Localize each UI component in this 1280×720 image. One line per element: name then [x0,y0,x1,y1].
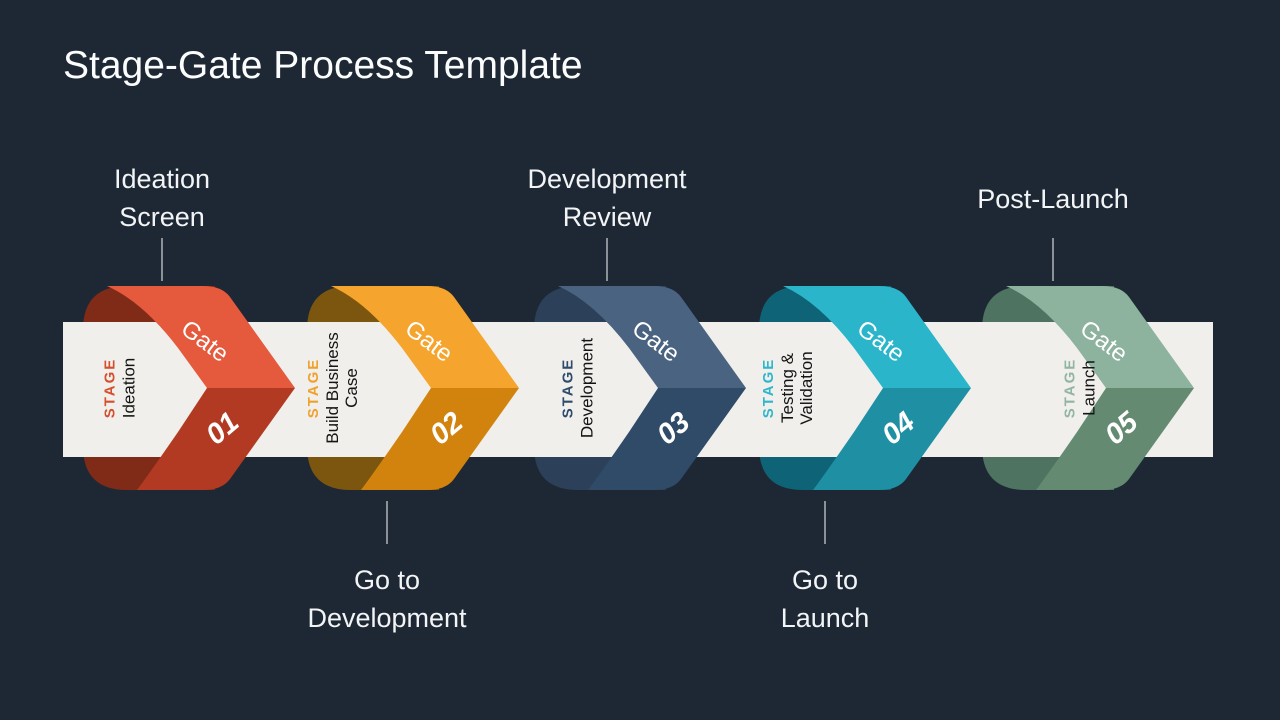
connector-post-launch [1052,238,1054,281]
callout-line: Development [307,603,467,633]
connector-go-to-launch [824,501,826,544]
callout-line: Launch [780,603,870,633]
connector-go-to-development [386,501,388,544]
stage2-chevron: Gate 02 [331,286,519,490]
stage5-label: STAGE Launch [1061,278,1098,498]
stage1-chevron-lower [137,388,295,490]
stage5-chevron-upper [1006,286,1194,388]
slide-title: Stage-Gate Process Template [63,44,583,87]
callout-go-to-development: Go to Development [307,561,466,637]
stage3-stage-word: STAGE [559,357,577,419]
callout-ideation-screen: Ideation Screen [114,160,210,236]
stage1-name: Ideation [118,357,138,419]
stage4-stage-word: STAGE [759,357,777,419]
connector-ideation-screen [161,238,163,281]
stage2-stage-word: STAGE [304,357,322,419]
stage1-chevron: Gate 01 [107,286,295,490]
callout-go-to-launch: Go to Launch [781,561,870,637]
callout-line: Development [527,164,687,194]
stage1-label: STAGE Ideation [101,278,138,498]
stage4-chevron-lower [813,388,971,490]
callout-line: Post-Launch [977,184,1129,214]
stage3-chevron: Gate 03 [558,286,746,490]
stage2-chevron-lower [361,388,519,490]
stage2-chevron-upper [331,286,519,388]
callout-line: Screen [119,202,205,232]
stage5-name: Launch [1078,360,1098,416]
stage2-name-line1: Build Business [322,332,342,444]
stage4-chevron: Gate 04 [783,286,971,490]
stage2-name-line2: Case [341,368,361,408]
stage4-label: STAGE Testing & Validation [759,278,816,498]
callout-line: Ideation [113,164,211,194]
stage5-stage-word: STAGE [1061,357,1079,419]
callout-line: Review [562,202,652,232]
stage4-chevron-upper [783,286,971,388]
callout-development-review: Development Review [527,160,686,236]
stage4-name-line2: Validation [796,351,816,425]
stage3-chevron-lower [588,388,746,490]
callout-line: Go to [791,565,859,595]
stage1-chevron-upper [107,286,295,388]
stage3-name: Development [576,337,596,439]
stage4-name-line1: Testing & [777,353,797,423]
stage1-stage-word: STAGE [101,357,119,419]
stage5-chevron-lower [1036,388,1194,490]
connector-development-review [606,238,608,281]
stage3-label: STAGE Development [559,278,596,498]
stage3-chevron-upper [558,286,746,388]
stage5-chevron: Gate 05 [1006,286,1194,490]
stage2-label: STAGE Build Business Case [304,278,361,498]
callout-post-launch: Post-Launch [977,180,1129,218]
callout-line: Go to [353,565,421,595]
